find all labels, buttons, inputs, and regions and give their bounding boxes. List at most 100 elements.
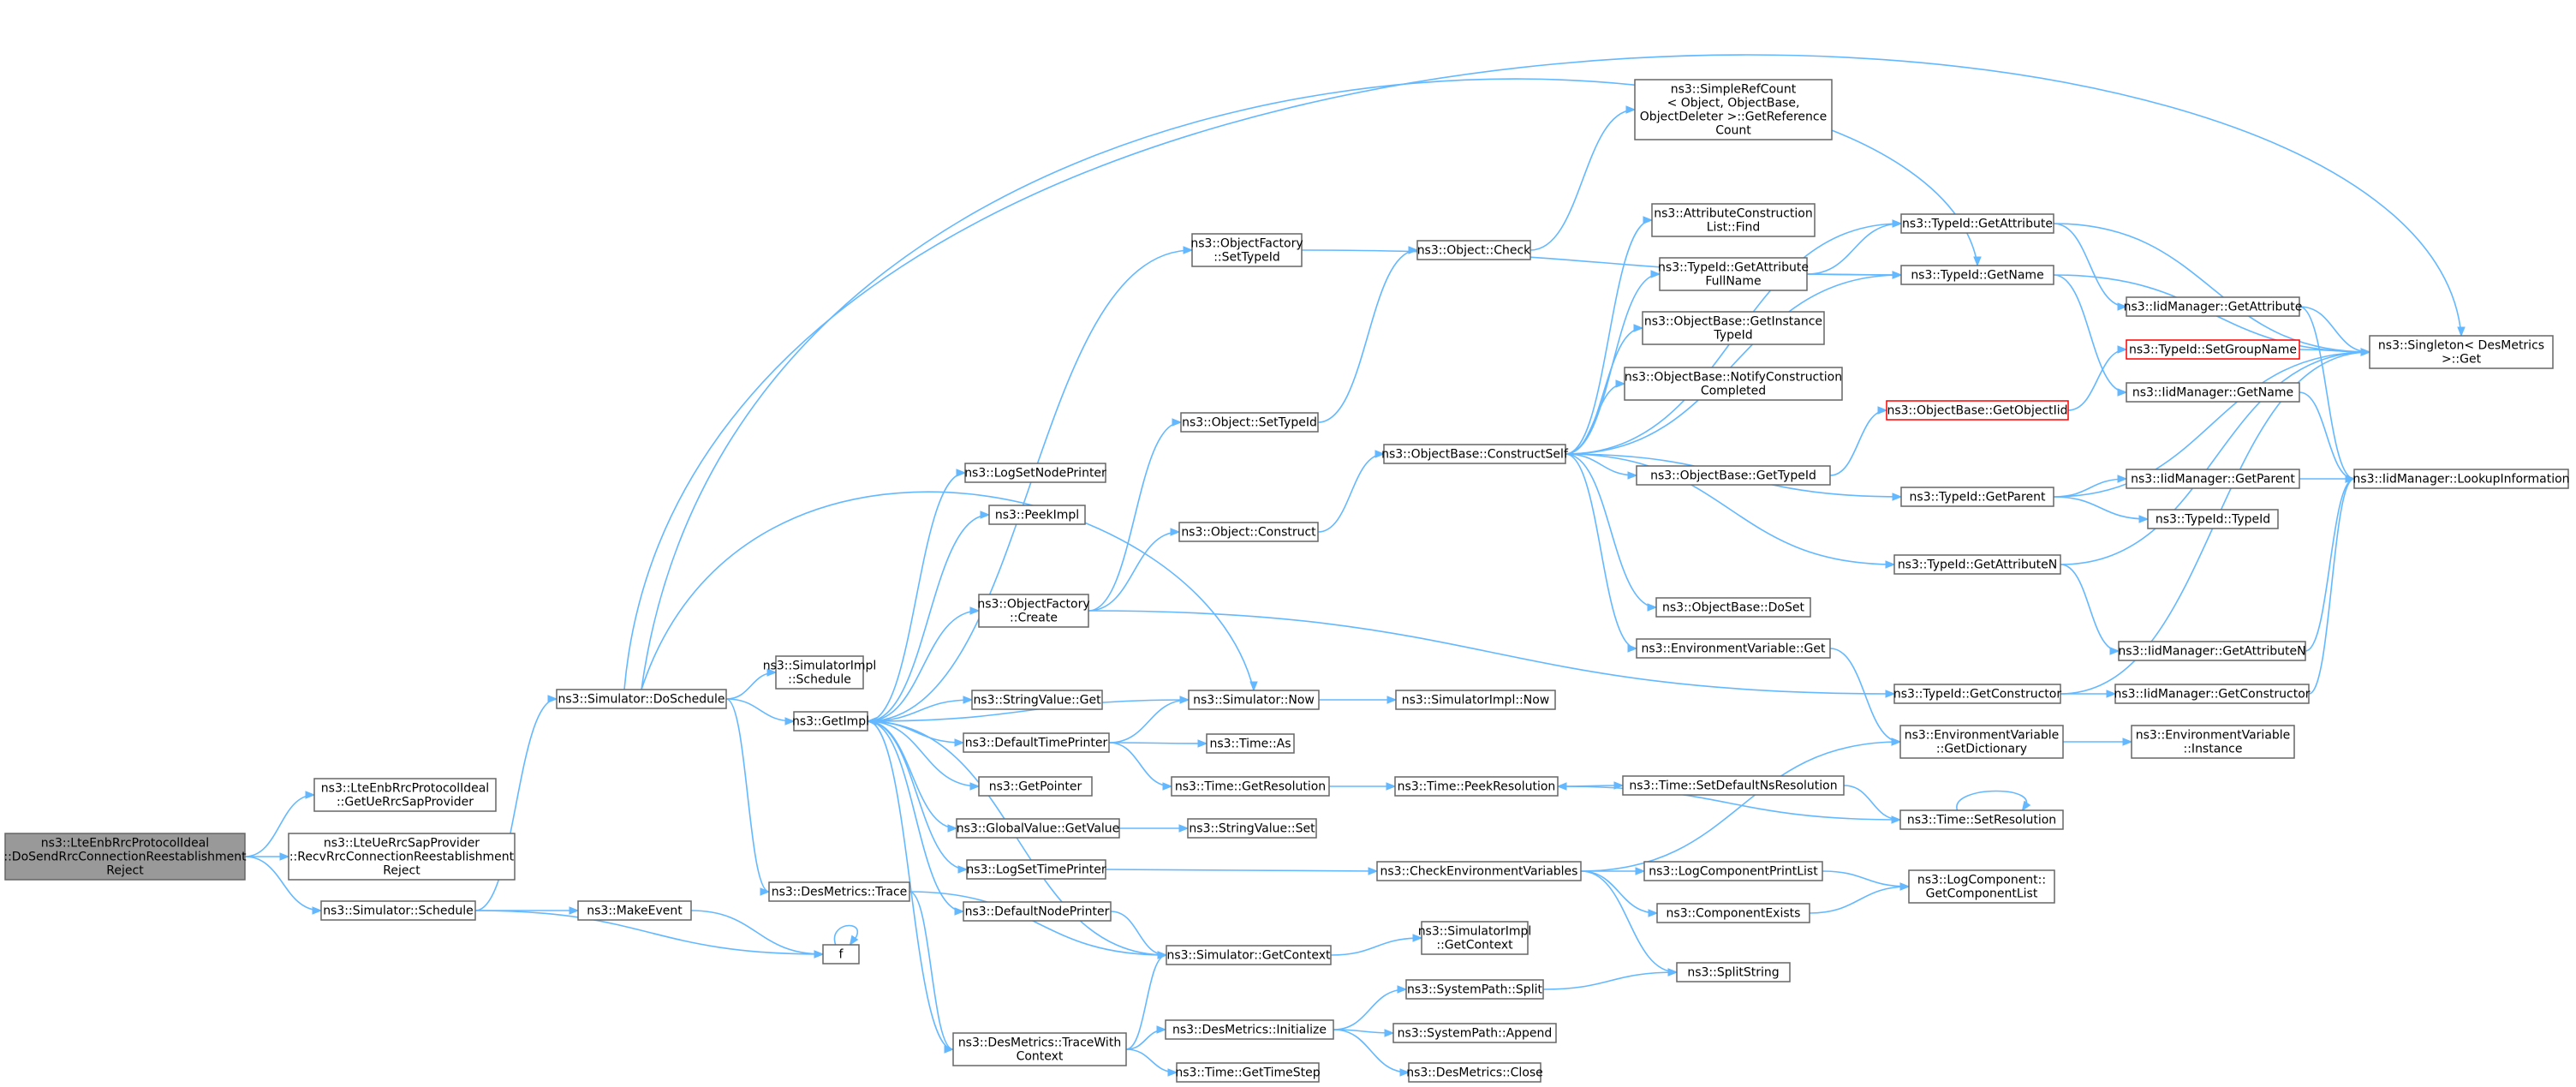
node-box	[1165, 1019, 1334, 1040]
node-objBaseGetObjectIid[interactable]: ns3::ObjectBase::GetObjectIid	[1886, 400, 2069, 421]
node-typeIdGetAttributeN[interactable]: ns3::TypeId::GetAttributeN	[1893, 554, 2061, 575]
node-iidGetConstructor[interactable]: ns3::IidManager::GetConstructor	[2114, 684, 2311, 704]
node-typeIdGetAttribute[interactable]: ns3::TypeId::GetAttribute	[1900, 213, 2054, 234]
node-objectConstruct[interactable]: ns3::Object::Construct	[1178, 522, 1319, 542]
node-label: ns3::TypeId::GetAttribute	[1658, 261, 1809, 275]
node-logComponentPrintList[interactable]: ns3::LogComponentPrintList	[1643, 861, 1823, 881]
node-box	[963, 732, 1110, 753]
node-iidGetParent[interactable]: ns3::IidManager::GetParent	[2126, 469, 2300, 489]
node-box	[775, 655, 864, 690]
node-objBaseNotifyConstruction[interactable]: ns3::ObjectBase::NotifyConstructionCompl…	[1624, 367, 1843, 401]
node-splitString[interactable]: ns3::SplitString	[1676, 962, 1791, 982]
node-timeGetResolution[interactable]: ns3::Time::GetResolution	[1171, 776, 1330, 797]
node-objectCheck[interactable]: ns3::Object::Check	[1416, 240, 1531, 260]
node-box	[2126, 469, 2300, 489]
node-label: ns3::Object::SetTypeId	[1182, 416, 1317, 430]
node-typeIdSetGroupName[interactable]: ns3::TypeId::SetGroupName	[2126, 339, 2300, 360]
edge-iidGetAttribute-to-iidLookupInformation	[2299, 306, 2356, 483]
node-iidGetAttributeN[interactable]: ns3::IidManager::GetAttributeN	[2118, 641, 2306, 661]
node-label: ns3::EnvironmentVariable::Get	[1642, 642, 1826, 656]
node-simpleRefCount[interactable]: ns3::SimpleRefCount< Object, ObjectBase,…	[1634, 79, 1833, 140]
node-getUeRrcSapProvider[interactable]: ns3::LteEnbRrcProtocolIdeal::GetUeRrcSap…	[313, 778, 497, 812]
node-recvRrcConn[interactable]: ns3::LteUeRrcSapProvider::RecvRrcConnect…	[288, 833, 516, 881]
node-box	[988, 505, 1086, 525]
node-simImplSchedule[interactable]: ns3::SimulatorImpl::Schedule	[763, 655, 877, 690]
node-label: ns3::DefaultNodePrinter	[965, 905, 1110, 919]
node-defaultNodePrinter[interactable]: ns3::DefaultNodePrinter	[963, 901, 1112, 922]
node-iidGetAttribute[interactable]: ns3::IidManager::GetAttribute	[2124, 296, 2303, 317]
node-objFactoryCreate[interactable]: ns3::ObjectFactory::Create	[977, 594, 1090, 628]
node-label: ns3::DesMetrics::TraceWith	[958, 1036, 1121, 1050]
node-envVarInstance[interactable]: ns3::EnvironmentVariable::Instance	[2131, 725, 2295, 759]
node-typeIdGetName[interactable]: ns3::TypeId::GetName	[1900, 265, 2054, 285]
node-singletonGet[interactable]: ns3::Singleton< DesMetrics>::Get	[2369, 335, 2554, 369]
node-peekImpl[interactable]: ns3::PeekImpl	[988, 505, 1086, 525]
node-objBaseDoSet[interactable]: ns3::ObjectBase::DoSet	[1655, 597, 1811, 618]
node-envVarGet[interactable]: ns3::EnvironmentVariable::Get	[1636, 638, 1831, 659]
node-checkEnvVars[interactable]: ns3::CheckEnvironmentVariables	[1376, 861, 1582, 881]
node-envVarGetDictionary[interactable]: ns3::EnvironmentVariable::GetDictionary	[1899, 725, 2064, 759]
node-setDefaultNsResolution[interactable]: ns3::Time::SetDefaultNsResolution	[1622, 775, 1845, 796]
node-getPointer[interactable]: ns3::GetPointer	[978, 776, 1093, 797]
node-desClose[interactable]: ns3::DesMetrics::Close	[1406, 1062, 1543, 1083]
node-timeAs[interactable]: ns3::Time::As	[1206, 733, 1295, 754]
node-root[interactable]: ns3::LteEnbRrcProtocolIdeal::DoSendRrcCo…	[3, 833, 247, 881]
edge-doSchedule-to-singletonGet	[623, 54, 2466, 690]
node-label: ns3::LogSetNodePrinter	[964, 467, 1106, 481]
node-timeSetResolution[interactable]: ns3::Time::SetResolution	[1899, 809, 2064, 830]
node-makeEvent[interactable]: ns3::MakeEvent	[577, 900, 692, 921]
edge-checkEnvVars-to-envVarGetDictionary	[1580, 738, 1902, 872]
node-box	[1636, 638, 1831, 659]
node-label: GetComponentList	[1926, 887, 2038, 901]
node-label: ns3::SystemPath::Append	[1398, 1027, 1553, 1041]
node-label: ::GetContext	[1436, 939, 1513, 953]
node-simImplNow[interactable]: ns3::SimulatorImpl::Now	[1395, 690, 1556, 710]
node-logSetNodePrinter[interactable]: ns3::LogSetNodePrinter	[964, 463, 1106, 483]
node-timeGetTimeStep[interactable]: ns3::Time::GetTimeStep	[1175, 1062, 1321, 1083]
node-objectSetTypeId[interactable]: ns3::Object::SetTypeId	[1180, 412, 1319, 433]
node-objFactorySetTypeId[interactable]: ns3::ObjectFactory::SetTypeId	[1190, 233, 1303, 267]
node-peekResolution[interactable]: ns3::Time::PeekResolution	[1394, 776, 1559, 797]
node-simulatorNow[interactable]: ns3::Simulator::Now	[1188, 690, 1320, 710]
node-simGetContext[interactable]: ns3::Simulator::GetContext	[1166, 945, 1332, 965]
node-box	[978, 594, 1089, 628]
node-simImplGetContext[interactable]: ns3::SimulatorImpl::GetContext	[1418, 921, 1532, 955]
node-label: ns3::ObjectBase::GetTypeId	[1650, 469, 1816, 483]
node-label: ns3::ObjectFactory	[1190, 237, 1303, 251]
node-logComponentGetList[interactable]: ns3::LogComponent::GetComponentList	[1908, 869, 2055, 904]
node-desInitialize[interactable]: ns3::DesMetrics::Initialize	[1165, 1019, 1334, 1040]
node-box	[1416, 240, 1531, 260]
node-componentExists[interactable]: ns3::ComponentExists	[1656, 903, 1810, 923]
node-box	[1908, 869, 2055, 904]
node-f[interactable]: f	[822, 944, 860, 965]
node-label: ns3::TypeId::GetAttribute	[1902, 218, 2053, 231]
node-typeIdGetConstructor[interactable]: ns3::TypeId::GetConstructor	[1893, 684, 2061, 704]
node-typeIdTypeId[interactable]: ns3::TypeId::TypeId	[2147, 509, 2279, 529]
node-desTrace[interactable]: ns3::DesMetrics::Trace	[768, 881, 910, 902]
node-box	[952, 1032, 1127, 1066]
node-systemPathSplit[interactable]: ns3::SystemPath::Split	[1405, 979, 1544, 1000]
node-iidGetName[interactable]: ns3::IidManager::GetName	[2126, 382, 2300, 403]
edge-makeEvent-to-f	[690, 910, 825, 959]
node-defaultTimePrinter[interactable]: ns3::DefaultTimePrinter	[963, 732, 1110, 753]
node-logSetTimePrinter[interactable]: ns3::LogSetTimePrinter	[966, 859, 1106, 880]
node-systemPathAppend[interactable]: ns3::SystemPath::Append	[1392, 1023, 1557, 1043]
node-label: ns3::TypeId::GetConstructor	[1893, 688, 2061, 702]
node-schedule[interactable]: ns3::Simulator::Schedule	[320, 900, 476, 921]
node-doSchedule[interactable]: ns3::Simulator::DoSchedule	[556, 689, 727, 709]
node-label: f	[839, 948, 844, 962]
node-globalValueGetValue[interactable]: ns3::GlobalValue::GetValue	[956, 818, 1120, 839]
node-stringValueGet[interactable]: ns3::StringValue::Get	[971, 690, 1103, 710]
node-iidLookupInformation[interactable]: ns3::IidManager::LookupInformation	[2352, 469, 2570, 489]
edge-defaultTimePrinter-to-simulatorNow	[1108, 696, 1190, 744]
node-label: ns3::ObjectFactory	[977, 598, 1089, 612]
node-typeIdGetParent[interactable]: ns3::TypeId::GetParent	[1900, 487, 2054, 507]
node-getImpl[interactable]: ns3::GetImpl	[792, 711, 869, 732]
node-stringValueSet[interactable]: ns3::StringValue::Set	[1187, 818, 1317, 839]
node-constructSelf[interactable]: ns3::ObjectBase::ConstructSelf	[1381, 444, 1569, 464]
node-objBaseGetTypeId[interactable]: ns3::ObjectBase::GetTypeId	[1636, 465, 1831, 486]
